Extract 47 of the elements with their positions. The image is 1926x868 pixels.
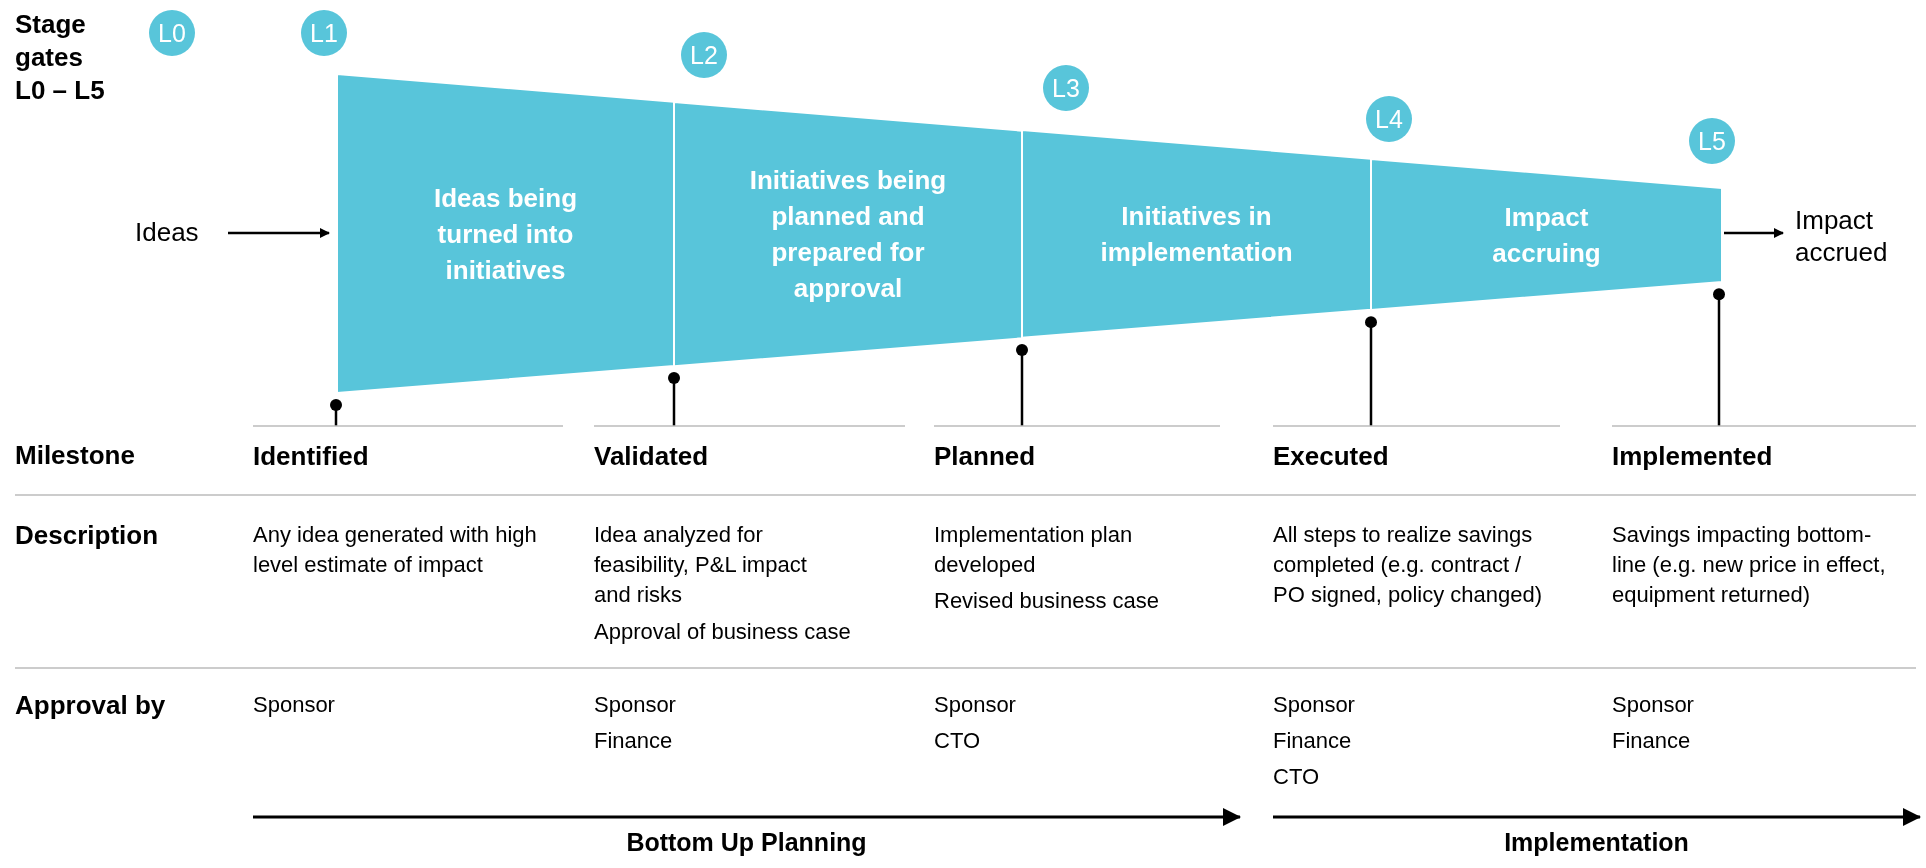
approver-name: CTO bbox=[1273, 763, 1320, 791]
row-header: Description bbox=[15, 520, 159, 551]
flow-label: Ideas bbox=[135, 216, 213, 248]
phase-label: Implementation bbox=[1503, 828, 1690, 857]
stage-title: Ideas being turned into initiatives bbox=[432, 181, 578, 287]
stage-title: Initiatives being planned and prepared for approval bbox=[748, 163, 948, 305]
description-text: Idea analyzed for feasibility, P&L impact and risks bbox=[594, 521, 808, 609]
description-text: Any idea generated with high level estimate of impact bbox=[253, 521, 538, 579]
flow-label: Impact accrued bbox=[1795, 204, 1910, 268]
stage-gate-badge: L4 bbox=[1366, 96, 1412, 142]
approver-name: Sponsor bbox=[1612, 691, 1694, 719]
gate-marker bbox=[668, 372, 680, 426]
row-header: Milestone bbox=[15, 440, 135, 471]
milestone-name: Implemented bbox=[1612, 440, 1773, 472]
approver-name: Sponsor bbox=[1273, 691, 1355, 719]
stage-gate-badge: L5 bbox=[1689, 118, 1735, 164]
description-text: Approval of business case bbox=[594, 618, 852, 646]
milestone-name: Planned bbox=[934, 440, 1036, 472]
description-text: Implementation plan developed bbox=[934, 521, 1134, 579]
description-text: Revised business case bbox=[934, 587, 1160, 615]
gate-marker bbox=[1713, 288, 1725, 426]
approver-name: Finance bbox=[1612, 727, 1691, 755]
approver-name: CTO bbox=[934, 727, 981, 755]
stage-gate-badge: L0 bbox=[149, 10, 195, 56]
gate-marker bbox=[1016, 344, 1028, 426]
row-header: Approval by bbox=[15, 690, 166, 721]
milestone-name: Executed bbox=[1273, 440, 1389, 472]
stage-title: Impact accruing bbox=[1491, 200, 1602, 270]
approver-name: Sponsor bbox=[934, 691, 1016, 719]
gate-marker bbox=[330, 399, 342, 426]
description-text: All steps to realize savings completed (e.g. contract / PO signed, policy changed) bbox=[1273, 521, 1544, 609]
approver-name: Finance bbox=[594, 727, 673, 755]
stage-gate-badge: L2 bbox=[681, 32, 727, 78]
milestone-name: Validated bbox=[594, 440, 709, 472]
milestone-name: Identified bbox=[253, 440, 369, 472]
arrow bbox=[1724, 228, 1784, 238]
stage-gate-badge: L3 bbox=[1043, 65, 1089, 111]
description-text: Savings impacting bottom-line (e.g. new price in effect, equipment returned) bbox=[1612, 521, 1887, 609]
phase-label: Bottom Up Planning bbox=[625, 828, 868, 857]
row-header: Stage gates L0 – L5 bbox=[15, 8, 106, 107]
approver-name: Sponsor bbox=[253, 691, 335, 719]
gate-marker bbox=[1365, 316, 1377, 426]
approver-name: Sponsor bbox=[594, 691, 676, 719]
arrow bbox=[228, 228, 330, 238]
stage-gate-badge: L1 bbox=[301, 10, 347, 56]
stage-title: Initiatives in implementation bbox=[1099, 200, 1294, 270]
approver-name: Finance bbox=[1273, 727, 1352, 755]
